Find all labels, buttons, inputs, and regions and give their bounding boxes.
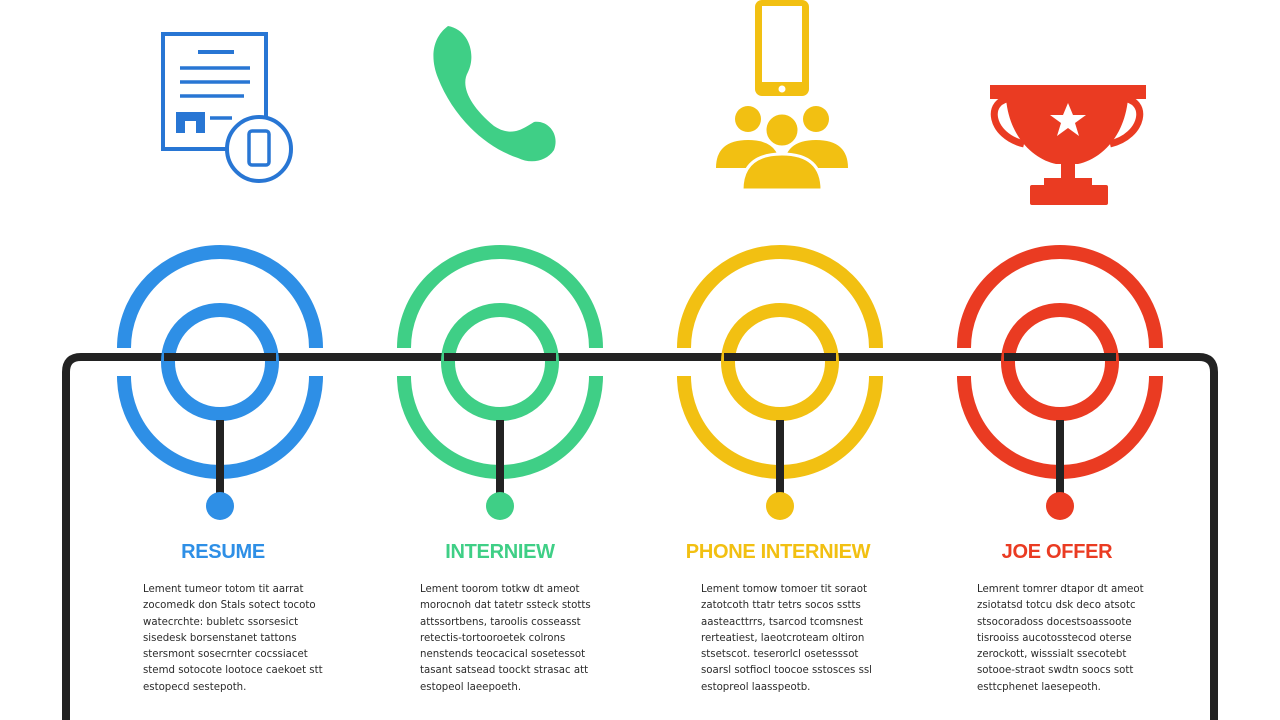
description-line: soarsl sotfiocl toocoe sstosces ssl bbox=[701, 665, 873, 677]
stage-interview bbox=[397, 26, 603, 520]
stage-phone-interview bbox=[677, 0, 883, 520]
stage-resume-marker bbox=[117, 245, 323, 520]
description-line: estopeol laeepoeth. bbox=[420, 681, 522, 693]
description-line: retectis-tortooroetek colrons bbox=[420, 632, 566, 644]
description-line: stersmont sosecrnter cocssiacet bbox=[143, 649, 308, 661]
description-line: estopecd sestepoth. bbox=[143, 681, 247, 693]
stage-description-phone-interview: Lement tomow tomoer tit soraot zatotcoth… bbox=[701, 582, 881, 696]
stage-job-offer bbox=[957, 85, 1163, 520]
description-line: tisrooiss aucotosstecod oterse bbox=[977, 632, 1132, 644]
description-line: stsetscot. teserorlcl osetesssot bbox=[701, 649, 859, 661]
description-line: attssortbens, taroolis cosseasst bbox=[420, 616, 581, 628]
description-line: aasteacttrrs, tsarcod tcomsnest bbox=[701, 616, 864, 628]
stage-interview-marker bbox=[397, 245, 603, 520]
stage-title-interview: INTERNIEW bbox=[445, 541, 555, 563]
description-line: morocnoh dat tatetr ssteck stotts bbox=[420, 600, 591, 612]
description-line: zatotcoth ttatr tetrs socos sstts bbox=[701, 600, 861, 612]
description-line: rerteatiest, laeotcroteam oltiron bbox=[701, 632, 865, 644]
smartphone-group-icon bbox=[716, 0, 848, 192]
trophy-icon bbox=[990, 85, 1146, 205]
description-line: estopreol laasspeotb. bbox=[701, 681, 811, 693]
description-line: stsocoradoss docestsoassoote bbox=[977, 616, 1132, 628]
stage-description-resume: Lement tumeor totom tit aarrat zocomedk … bbox=[143, 582, 323, 696]
description-line: Lemrent tomrer dtapor dt ameot bbox=[977, 584, 1144, 595]
description-line: sisedesk borsenstanet tattons bbox=[143, 632, 297, 644]
resume-document-phone-icon bbox=[161, 32, 293, 183]
stage-title-resume: RESUME bbox=[181, 541, 265, 563]
description-line: Lement toorom totkw dt ameot bbox=[420, 584, 580, 595]
description-line: zsiotatsd totcu dsk deco atsotc bbox=[977, 600, 1136, 612]
phone-handset-icon bbox=[433, 26, 556, 162]
stage-phone-interview-marker bbox=[677, 245, 883, 520]
stage-description-interview: Lement toorom totkw dt ameot morocnoh da… bbox=[420, 582, 600, 696]
stage-description-job-offer: Lemrent tomrer dtapor dt ameot zsiotatsd… bbox=[977, 582, 1157, 696]
stage-title-job-offer: JOE OFFER bbox=[1001, 541, 1113, 563]
stage-title-phone-interview: PHONE INTERNIEW bbox=[685, 541, 871, 563]
timeline-track bbox=[62, 353, 1218, 720]
description-line: nenstends teocacical sosetessot bbox=[420, 649, 586, 661]
description-line: watecrchte: bubletc ssorsesict bbox=[143, 616, 299, 628]
description-line: Lement tumeor totom tit aarrat bbox=[143, 584, 304, 595]
stage-job-offer-marker bbox=[957, 245, 1163, 520]
description-line: tasant satsead toockt strasac att bbox=[420, 665, 589, 677]
description-line: zerockott, wisssialt ssecotebt bbox=[977, 649, 1127, 661]
stage-resume bbox=[117, 32, 323, 520]
description-line: zocomedk don Stals sotect tocoto bbox=[143, 600, 316, 612]
description-line: esttcphenet laesepeoth. bbox=[977, 681, 1101, 693]
description-line: sotooe-straot swdtn soocs sott bbox=[977, 665, 1134, 677]
description-line: stemd sotocote lootoce caekoet stt bbox=[143, 665, 323, 677]
description-line: Lement tomow tomoer tit soraot bbox=[701, 584, 867, 595]
